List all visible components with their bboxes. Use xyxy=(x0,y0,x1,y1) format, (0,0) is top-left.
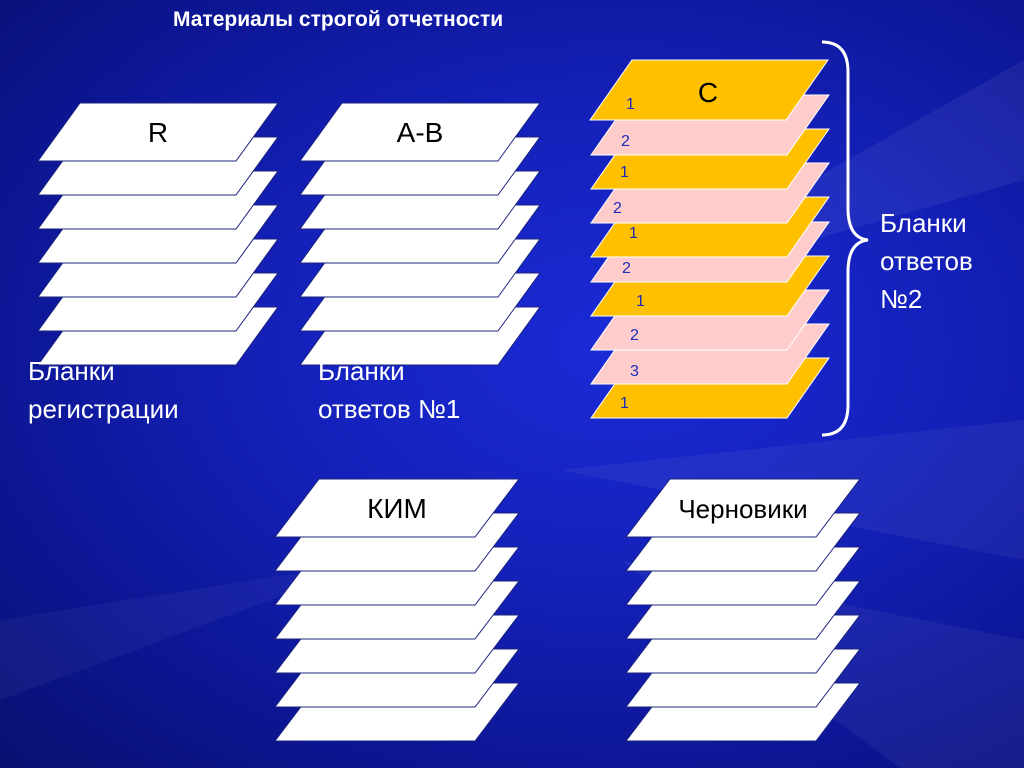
stack-label: C xyxy=(698,77,718,108)
sheet-top xyxy=(299,102,541,162)
sheet-number: 2 xyxy=(621,133,630,150)
sheet-number: 1 xyxy=(629,225,638,242)
caption-line: Бланки xyxy=(880,208,967,238)
sheet-top xyxy=(37,102,279,162)
caption-line: №2 xyxy=(880,284,923,314)
sheet-number: 1 xyxy=(620,395,629,412)
caption-answer-forms-2: Бланки ответов №2 xyxy=(880,204,973,318)
sheet-number: 1 xyxy=(620,164,629,181)
stack-answers1: A-B xyxy=(299,102,541,366)
sheet-number: 2 xyxy=(613,200,622,217)
stack-registration: R xyxy=(37,102,279,366)
sheet-c-top xyxy=(589,59,829,121)
sheet-number: 2 xyxy=(630,327,639,344)
stack-label: A-B xyxy=(397,117,444,148)
sheet-number: 1 xyxy=(636,293,645,310)
caption-line: регистрации xyxy=(28,394,179,424)
caption-line: Бланки xyxy=(28,356,115,386)
curly-brace xyxy=(821,40,869,437)
sheet-top xyxy=(624,478,862,538)
sheet-top xyxy=(273,478,521,538)
stack-label: КИМ xyxy=(367,493,427,524)
sheet-number: 1 xyxy=(626,96,635,113)
caption-line: ответов xyxy=(880,246,973,276)
stack-drafts: Черновики xyxy=(624,478,862,742)
stack-label: R xyxy=(148,117,168,148)
caption-line: Бланки xyxy=(318,356,405,386)
sheet-number: 3 xyxy=(630,363,639,380)
sheet-number: 2 xyxy=(622,260,631,277)
caption-line: ответов №1 xyxy=(318,394,461,424)
stack-kim: КИМ xyxy=(273,478,521,742)
stack-label: Черновики xyxy=(678,494,807,524)
caption-answer-forms-1: Бланки ответов №1 xyxy=(318,352,460,428)
page-title: Материалы строгой отчетности xyxy=(173,8,504,31)
caption-registration-forms: Бланки регистрации xyxy=(28,352,179,428)
